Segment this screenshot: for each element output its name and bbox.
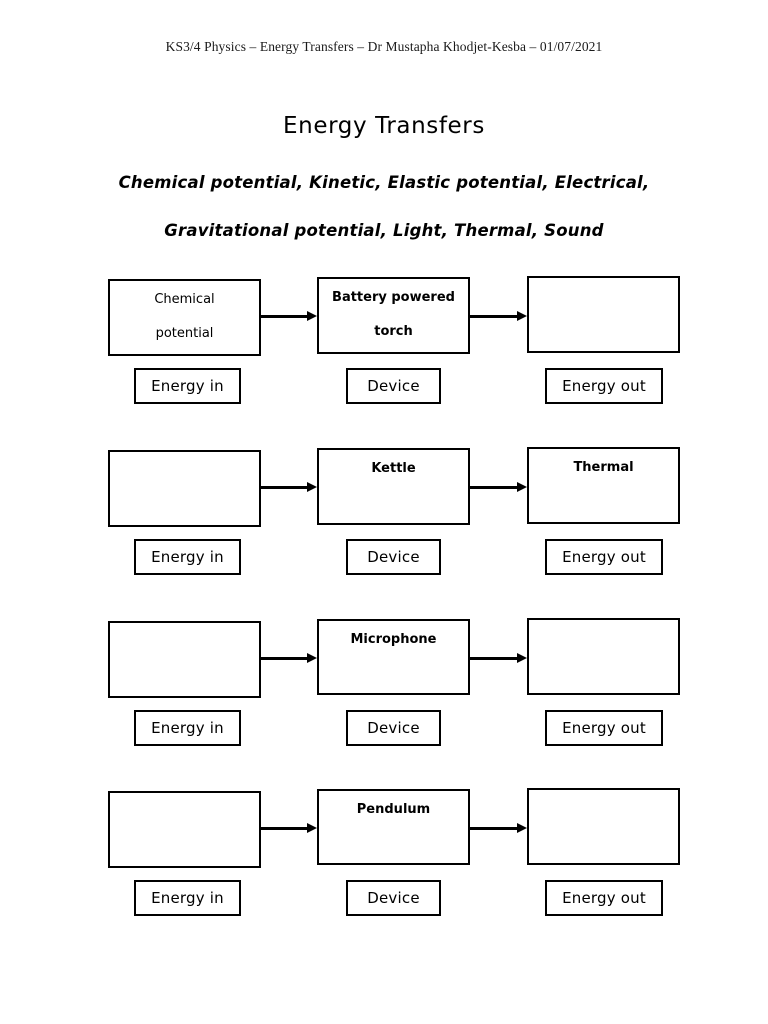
arrow-head — [307, 823, 317, 833]
device-box-3-line-2 — [319, 655, 468, 659]
arrow-in-to-device-4 — [261, 823, 317, 835]
energy-out-box-2-line-1: Thermal — [573, 460, 634, 475]
arrow-device-to-out-4 — [470, 823, 527, 835]
transfer-row-4: Pendulum Energy in Device Energy out — [0, 788, 768, 951]
device-box-3-line-1: Microphone — [350, 632, 437, 647]
arrow-head — [517, 653, 527, 663]
arrow-shaft — [470, 315, 517, 318]
energy-out-box-2-line-2 — [529, 483, 678, 487]
energy-out-box-4-line-2 — [529, 794, 678, 798]
energy-in-label-text: Energy in — [151, 377, 224, 395]
arrow-head — [517, 311, 527, 321]
energy-in-box-2[interactable] — [108, 450, 261, 527]
energy-out-box-3-line-2 — [529, 624, 678, 628]
device-box-4-line-2 — [319, 825, 468, 829]
arrow-head — [517, 823, 527, 833]
energy-out-box-2[interactable]: Thermal — [527, 447, 680, 524]
energy-in-label-text: Energy in — [151, 889, 224, 907]
arrow-shaft — [470, 486, 517, 489]
device-box-1-line-1: Battery powered — [332, 290, 455, 305]
transfer-row-1: Chemical potential Battery powered torch… — [0, 276, 768, 439]
energy-in-label-2: Energy in — [134, 539, 241, 575]
energy-out-box-1[interactable] — [527, 276, 680, 353]
energy-out-label-3: Energy out — [545, 710, 663, 746]
energy-in-label-4: Energy in — [134, 880, 241, 916]
arrow-shaft — [261, 315, 307, 318]
energy-in-label-text: Energy in — [151, 719, 224, 737]
arrow-shaft — [261, 827, 307, 830]
energy-out-label-2: Energy out — [545, 539, 663, 575]
device-label-2: Device — [346, 539, 441, 575]
device-box-2-line-1: Kettle — [371, 461, 416, 476]
arrow-head — [307, 482, 317, 492]
device-box-1[interactable]: Battery powered torch — [317, 277, 470, 354]
energy-in-box-4[interactable] — [108, 791, 261, 868]
energy-types-line-1: Chemical potential, Kinetic, Elastic pot… — [118, 173, 650, 192]
energy-out-label-text: Energy out — [562, 719, 646, 737]
arrow-head — [307, 653, 317, 663]
device-box-3[interactable]: Microphone — [317, 619, 470, 695]
device-box-1-line-2: torch — [374, 324, 413, 339]
energy-in-box-4-line-2 — [110, 797, 259, 801]
arrow-head — [307, 311, 317, 321]
device-label-3: Device — [346, 710, 441, 746]
arrow-in-to-device-3 — [261, 653, 317, 665]
arrow-device-to-out-3 — [470, 653, 527, 665]
device-box-4[interactable]: Pendulum — [317, 789, 470, 865]
device-label-text: Device — [367, 377, 420, 395]
transfer-row-3: Microphone Energy in Device Energy out — [0, 618, 768, 781]
energy-in-box-3[interactable] — [108, 621, 261, 698]
arrow-shaft — [261, 486, 307, 489]
energy-in-box-3-line-2 — [110, 627, 259, 631]
energy-in-label-3: Energy in — [134, 710, 241, 746]
energy-in-box-1[interactable]: Chemical potential — [108, 279, 261, 356]
energy-types-line-2: Gravitational potential, Light, Thermal,… — [164, 221, 604, 240]
energy-out-box-1-line-2 — [529, 282, 678, 286]
device-label-text: Device — [367, 719, 420, 737]
energy-in-label-text: Energy in — [151, 548, 224, 566]
arrow-device-to-out-1 — [470, 311, 527, 323]
energy-in-label-1: Energy in — [134, 368, 241, 404]
arrow-in-to-device-2 — [261, 482, 317, 494]
device-box-4-line-1: Pendulum — [356, 802, 431, 817]
device-label-4: Device — [346, 880, 441, 916]
arrow-shaft — [261, 657, 307, 660]
arrow-head — [517, 482, 527, 492]
arrow-shaft — [470, 657, 517, 660]
document-header: KS3/4 Physics – Energy Transfers – Dr Mu… — [165, 39, 603, 54]
energy-out-label-4: Energy out — [545, 880, 663, 916]
page-title: Energy Transfers — [283, 113, 485, 139]
energy-in-box-2-line-2 — [110, 456, 259, 460]
device-label-text: Device — [367, 889, 420, 907]
arrow-device-to-out-2 — [470, 482, 527, 494]
transfer-row-2: Kettle Thermal Energy in Device Energy o… — [0, 447, 768, 610]
energy-out-label-1: Energy out — [545, 368, 663, 404]
energy-out-box-4[interactable] — [527, 788, 680, 865]
energy-in-box-1-line-2: potential — [155, 326, 214, 341]
energy-out-label-text: Energy out — [562, 889, 646, 907]
arrow-shaft — [470, 827, 517, 830]
energy-out-box-3[interactable] — [527, 618, 680, 695]
device-label-1: Device — [346, 368, 441, 404]
device-box-2[interactable]: Kettle — [317, 448, 470, 525]
energy-in-box-1-line-1: Chemical — [154, 292, 215, 307]
device-label-text: Device — [367, 548, 420, 566]
energy-out-label-text: Energy out — [562, 377, 646, 395]
energy-out-label-text: Energy out — [562, 548, 646, 566]
device-box-2-line-2 — [319, 484, 468, 488]
arrow-in-to-device-1 — [261, 311, 317, 323]
